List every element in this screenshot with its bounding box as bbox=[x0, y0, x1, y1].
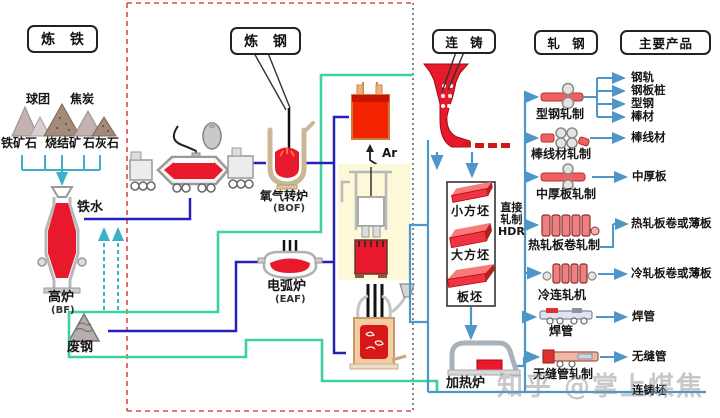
eaf-icon bbox=[257, 240, 323, 280]
mill-label-section: 型钢轧制 bbox=[536, 107, 585, 121]
product-plate: 中厚板 bbox=[632, 169, 667, 183]
billet-box bbox=[446, 181, 496, 307]
section-mill-icon bbox=[540, 82, 584, 110]
product-cold-coil: 冷轧板卷或薄板 bbox=[631, 266, 712, 280]
mill-label-welded-pipe: 焊管 bbox=[549, 324, 574, 338]
steelmaking-navy-connectors bbox=[108, 115, 349, 355]
product-rail: 钢轨 bbox=[631, 70, 654, 84]
section-label-casting: 连 铸 bbox=[432, 29, 496, 54]
blast-furnace-icon bbox=[37, 186, 87, 294]
hot-metal-line bbox=[84, 198, 192, 221]
billet-label-bloom: 大方坯 bbox=[451, 248, 491, 262]
bof-label: 氧气转炉 bbox=[260, 189, 309, 203]
material-label-limestone: 石灰石 bbox=[83, 136, 120, 150]
hot-strip-mill-icon bbox=[541, 214, 600, 237]
steelmaking-dashed-boundary bbox=[126, 2, 414, 412]
product-hot-coil: 热轧板卷或薄板 bbox=[631, 216, 712, 230]
material-label-coke: 焦炭 bbox=[70, 92, 95, 106]
mill-label-hot-strip: 热轧板卷轧制 bbox=[528, 238, 601, 252]
argon-label: Ar bbox=[382, 146, 398, 160]
direct-rolling-line1: 直接 bbox=[500, 201, 523, 214]
eaf-label: 电弧炉 bbox=[267, 279, 307, 294]
watermark: 知乎 @掌上煤焦 bbox=[497, 372, 705, 402]
material-label-pellet: 球团 bbox=[26, 92, 51, 106]
bar-wire-mill-icon bbox=[540, 127, 590, 149]
ar-arrowhead bbox=[366, 144, 374, 152]
product-bar: 棒材 bbox=[631, 109, 654, 123]
casting-connectors bbox=[408, 140, 706, 394]
product-arrows bbox=[583, 72, 629, 363]
reheating-furnace-icon bbox=[447, 340, 521, 376]
direct-rolling-label: 直接 轧制 HDR bbox=[498, 202, 525, 238]
welded-pipe-mill-icon bbox=[539, 308, 593, 325]
reheating-furnace-label: 加热炉 bbox=[446, 376, 486, 391]
billet-label-slab: 板坯 bbox=[457, 290, 484, 304]
callout-lines bbox=[253, 51, 465, 111]
product-section-steel: 型钢 bbox=[631, 96, 654, 110]
bof-abbr: (BOF) bbox=[273, 203, 306, 214]
mill-label-bar-wire: 棒线材轧制 bbox=[531, 147, 592, 161]
scrap-label: 废钢 bbox=[67, 340, 94, 355]
cast-billet-label: 连铸坯 bbox=[632, 383, 667, 397]
eaf-abbr: (EAF) bbox=[275, 294, 306, 305]
rolling-collector bbox=[521, 90, 543, 392]
material-label-iron-ore: 铁矿石 bbox=[1, 136, 38, 150]
caster-icon bbox=[423, 63, 510, 148]
section-label-steelmaking: 炼 钢 bbox=[230, 27, 301, 55]
mill-label-cold: 冷连轧机 bbox=[538, 288, 587, 302]
scrap-triangle-icon bbox=[67, 312, 101, 342]
section-label-products: 主要产品 bbox=[620, 30, 711, 55]
bof-icon bbox=[267, 108, 315, 195]
scrap-teal-path bbox=[67, 73, 439, 391]
blast-furnace-abbr: (BF) bbox=[51, 305, 75, 316]
raw-material-piles-icon bbox=[11, 102, 117, 137]
blast-furnace-label: 高炉 bbox=[48, 290, 75, 305]
product-welded-pipe: 焊管 bbox=[632, 309, 655, 323]
section-label-rolling: 轧 钢 bbox=[534, 30, 598, 55]
rh-degasser-icon bbox=[338, 164, 410, 280]
ladle-furnace-icon bbox=[349, 283, 415, 370]
product-sheet-pile: 钢板桩 bbox=[631, 83, 666, 97]
cold-mill-icon bbox=[542, 263, 597, 284]
mill-label-seamless: 无缝管轧制 bbox=[533, 367, 594, 381]
direct-rolling-line2: 轧制 bbox=[500, 213, 523, 226]
billet-label-small: 小方坯 bbox=[451, 204, 491, 218]
material-label-sinter: 烧结矿 bbox=[45, 136, 82, 150]
plate-mill-icon bbox=[540, 163, 586, 191]
scrap-dashed-arrows bbox=[98, 227, 124, 310]
hot-metal-label: 铁水 bbox=[77, 200, 104, 215]
product-seamless-pipe: 无缝管 bbox=[632, 349, 667, 363]
seamless-pipe-mill-icon bbox=[542, 349, 599, 368]
direct-rolling-line3: HDR bbox=[498, 225, 525, 238]
raw-material-bracket bbox=[21, 155, 101, 186]
torpedo-car-icon bbox=[129, 122, 254, 193]
product-bar-wire: 棒线材 bbox=[631, 130, 666, 144]
mill-label-plate: 中厚板轧制 bbox=[536, 187, 597, 201]
section-label-ironmaking: 炼 铁 bbox=[27, 25, 98, 53]
